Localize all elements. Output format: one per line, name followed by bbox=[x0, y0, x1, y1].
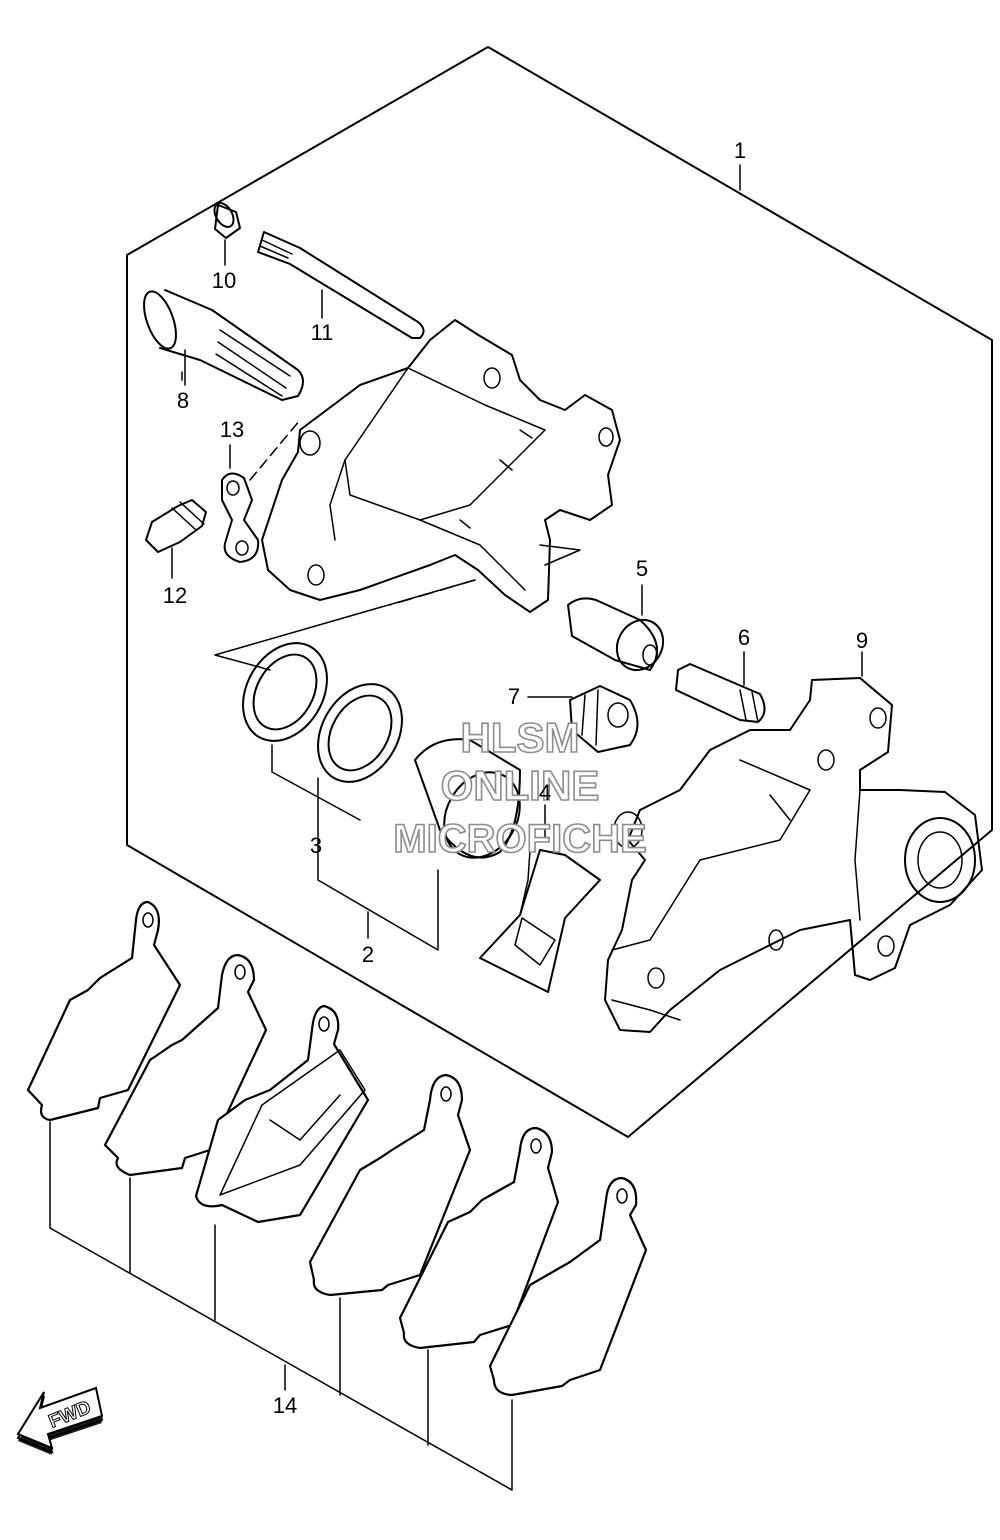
part-5-sleeve bbox=[567, 584, 665, 672]
part-10-dust-cap bbox=[213, 202, 241, 266]
part-8-bolt bbox=[143, 289, 304, 401]
callout-1: 1 bbox=[734, 138, 746, 163]
brake-pad-2 bbox=[103, 953, 268, 1177]
assembly-boundary bbox=[126, 46, 993, 1138]
callout-6: 6 bbox=[738, 625, 750, 650]
brake-pad-5 bbox=[398, 1126, 560, 1350]
brake-pad-6 bbox=[488, 1176, 648, 1397]
watermark-line3: MICROFICHE bbox=[393, 817, 646, 861]
brake-pad-1 bbox=[26, 900, 182, 1122]
callout-11: 11 bbox=[311, 320, 334, 345]
caliper-housing bbox=[261, 319, 621, 613]
part-7-boot bbox=[527, 685, 639, 753]
callout-3: 3 bbox=[310, 833, 322, 858]
callout-10: 10 bbox=[212, 268, 236, 293]
watermark-line1: HLSM bbox=[461, 714, 580, 761]
part-6-pin bbox=[675, 651, 766, 723]
brake-pad-4 bbox=[308, 1073, 472, 1297]
part-4-pad-spring bbox=[479, 804, 601, 993]
watermark: HLSM ONLINE MICROFICHE bbox=[393, 713, 648, 862]
fwd-arrow-icon: FWD bbox=[16, 1386, 104, 1455]
callout-5: 5 bbox=[636, 556, 648, 581]
callout-leader-lines bbox=[181, 164, 741, 939]
callout-numbers: 1 10 11 8 13 12 5 6 9 7 4 3 2 14 bbox=[163, 138, 868, 1418]
callout-13: 13 bbox=[220, 417, 244, 442]
callout-7: 7 bbox=[508, 684, 520, 709]
part-12-bleeder bbox=[145, 499, 207, 579]
callout-2: 2 bbox=[362, 942, 374, 967]
callout-12: 12 bbox=[163, 583, 187, 608]
watermark-line2: ONLINE bbox=[441, 762, 600, 809]
part-14-brake-pads bbox=[26, 900, 648, 1397]
part-9-caliper-bracket bbox=[604, 651, 983, 1033]
part-14-leader-lines bbox=[49, 1121, 513, 1491]
callout-9: 9 bbox=[856, 628, 868, 653]
seal-reference-lines bbox=[214, 579, 476, 671]
callout-4: 4 bbox=[539, 780, 551, 805]
part-2-piston bbox=[414, 738, 521, 859]
callout-8: 8 bbox=[177, 388, 189, 413]
part-3-piston-seal bbox=[242, 642, 439, 951]
callout-14: 14 bbox=[273, 1393, 297, 1418]
part-11-pin bbox=[257, 231, 425, 339]
part-13-clip bbox=[221, 419, 301, 563]
